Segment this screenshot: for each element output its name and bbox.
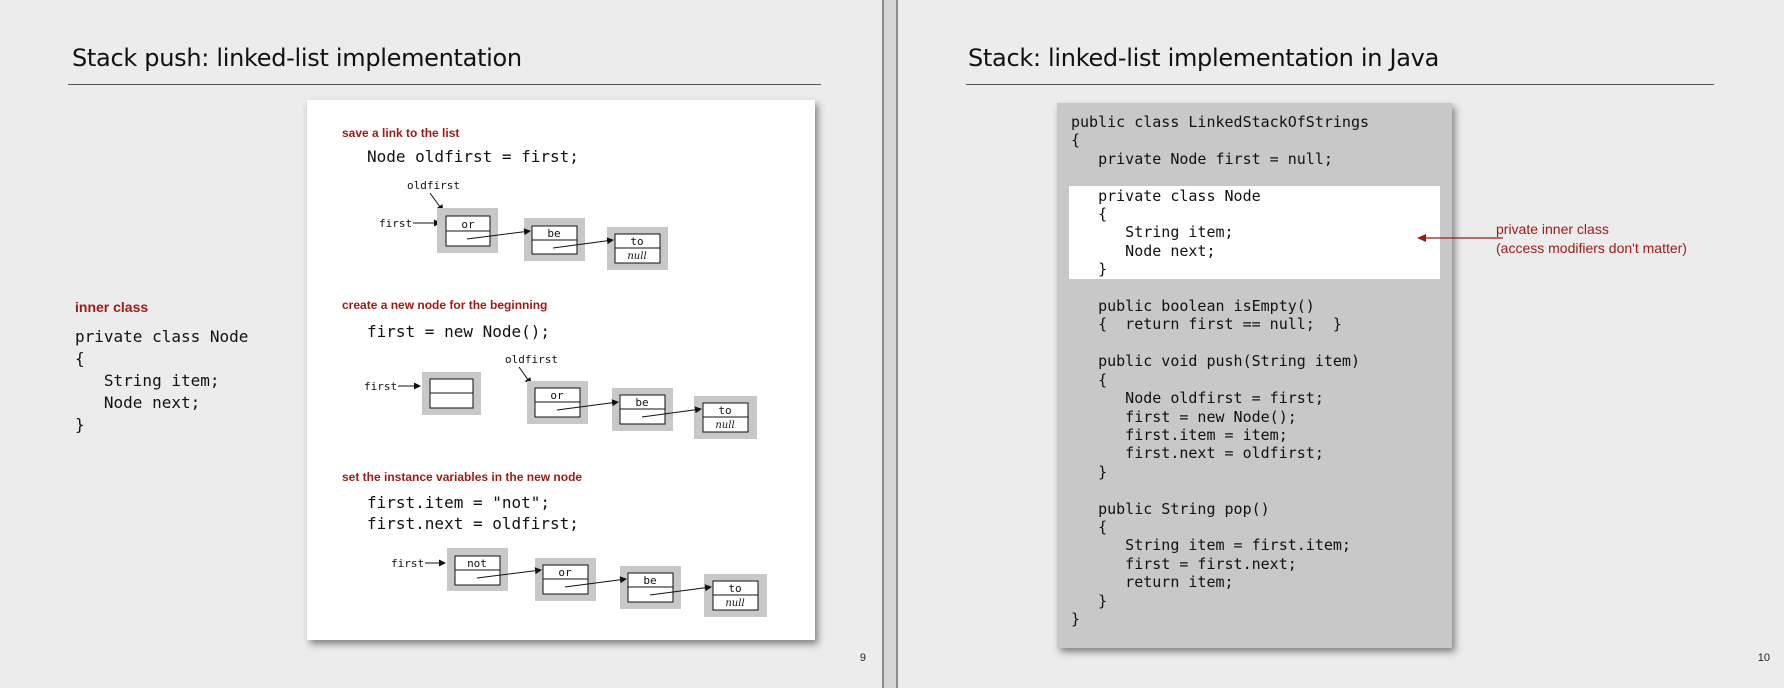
node-be: be <box>643 574 656 587</box>
inner-class-code: private class Node { String item; Node n… <box>75 327 249 434</box>
step-code-save-link: Node oldfirst = first; <box>367 147 579 166</box>
first-label: first <box>379 217 412 230</box>
node-to: to <box>630 235 643 248</box>
page-number: 9 <box>859 652 866 664</box>
inner-class-highlight <box>1069 186 1440 279</box>
node-to: to <box>718 404 731 417</box>
step-label-new-node: create a new node for the beginning <box>342 298 548 312</box>
diagram-save-link: oldfirst first or be to null <box>379 179 668 270</box>
slide-divider <box>884 0 896 688</box>
code-class-header: public class LinkedStackOfStrings { priv… <box>1071 113 1370 168</box>
page-number: 10 <box>1757 652 1770 664</box>
first-label: first <box>364 380 397 393</box>
step-label-save-link: save a link to the list <box>342 126 460 140</box>
null-label: null <box>725 598 744 609</box>
linked-list-diagrams: oldfirst first or be to null <box>364 179 767 617</box>
slide-title: Stack push: linked-list implementation <box>72 44 522 72</box>
oldfirst-label: oldfirst <box>407 179 460 192</box>
step-code-set-vars: first.item = "not"; first.next = oldfirs… <box>367 493 579 533</box>
code-methods: public boolean isEmpty() { return first … <box>1071 297 1360 628</box>
node-or: or <box>550 389 564 402</box>
title-rule <box>68 84 821 85</box>
null-label: null <box>715 420 734 431</box>
slide-title: Stack: linked-list implementation in Jav… <box>968 44 1439 72</box>
java-code-panel: public class LinkedStackOfStrings { priv… <box>1057 103 1452 648</box>
diagram-new-node: first oldfirst or be to null <box>364 353 757 439</box>
null-label: null <box>627 251 646 262</box>
node-not: not <box>467 557 487 570</box>
step-label-set-vars: set the instance variables in the new no… <box>342 470 583 484</box>
slide-java-impl: Stack: linked-list implementation in Jav… <box>896 0 1784 688</box>
java-code-block: public class LinkedStackOfStrings { priv… <box>1071 113 1369 628</box>
step-code-new-node: first = new Node(); <box>367 322 551 341</box>
diagram-set-vars: first not or be to null <box>391 548 767 617</box>
node-or: or <box>461 218 475 231</box>
oldfirst-label: oldfirst <box>505 353 558 366</box>
slide-push: Stack push: linked-list implementation i… <box>0 0 884 688</box>
inner-class-annotation: private inner class (access modifiers do… <box>1496 220 1687 258</box>
annotation-line-2: (access modifiers don't matter) <box>1496 240 1687 256</box>
title-rule <box>966 84 1714 85</box>
inner-class-label: inner class <box>75 299 149 315</box>
node-be: be <box>635 396 648 409</box>
code-inner-class: private class Node { String item; Node n… <box>1098 186 1261 279</box>
annotation-arrow <box>1417 234 1503 242</box>
node-to: to <box>728 582 741 595</box>
first-label: first <box>391 557 424 570</box>
node-or: or <box>558 566 572 579</box>
node-be: be <box>547 227 560 240</box>
push-steps-panel: save a link to the list Node oldfirst = … <box>307 100 815 640</box>
annotation-line-1: private inner class <box>1496 221 1609 237</box>
